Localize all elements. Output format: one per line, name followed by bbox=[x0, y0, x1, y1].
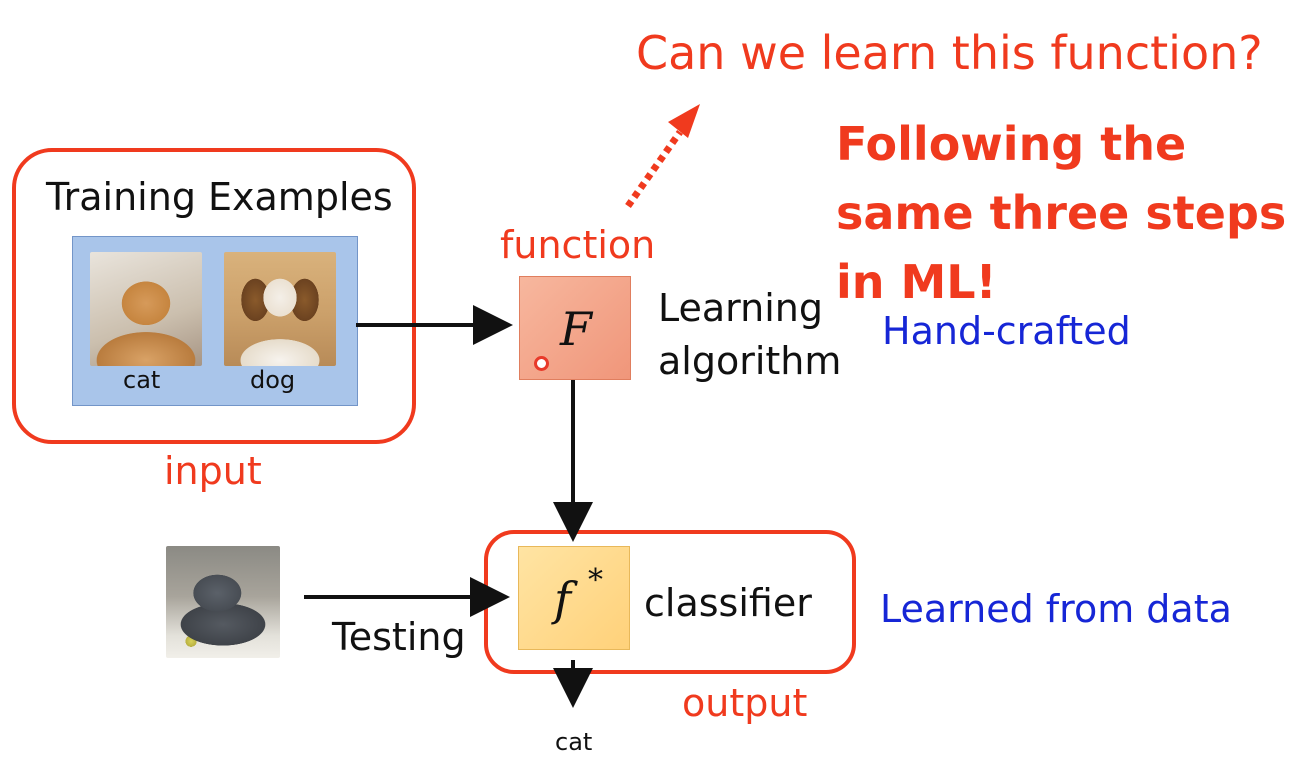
hand-crafted-note: Hand-crafted bbox=[882, 309, 1131, 353]
classifier-symbol-superscript: * bbox=[588, 563, 603, 598]
prediction-result: cat bbox=[555, 728, 593, 756]
input-caption: input bbox=[164, 449, 262, 493]
dotted-question-arrow bbox=[625, 129, 683, 209]
learning-algorithm-label: Learning algorithm bbox=[658, 282, 858, 388]
question-text: Can we learn this function? bbox=[636, 26, 1263, 80]
function-caption: function bbox=[500, 223, 656, 267]
training-examples-title: Training Examples bbox=[46, 175, 393, 219]
pointer-dot-icon bbox=[534, 356, 549, 371]
classifier-label: classifier bbox=[644, 581, 812, 625]
emphasis-text: Following the same three steps in ML! bbox=[836, 117, 1287, 309]
learned-from-data-note: Learned from data bbox=[880, 587, 1232, 631]
cat-example-label: cat bbox=[123, 366, 161, 394]
learning-algorithm-symbol: F bbox=[560, 302, 592, 356]
cat-photo bbox=[90, 252, 202, 366]
dotted-question-arrowhead bbox=[668, 104, 700, 138]
dog-example-label: dog bbox=[250, 366, 296, 394]
testing-label: Testing bbox=[332, 615, 466, 659]
dog-photo bbox=[224, 252, 336, 366]
classifier-symbol: f bbox=[554, 572, 572, 626]
output-caption: output bbox=[682, 681, 808, 725]
learning-algorithm-label-text: Learning algorithm bbox=[658, 286, 842, 384]
input-frame bbox=[12, 148, 416, 444]
test-cat-photo bbox=[166, 546, 280, 658]
classifier-box bbox=[518, 546, 630, 650]
